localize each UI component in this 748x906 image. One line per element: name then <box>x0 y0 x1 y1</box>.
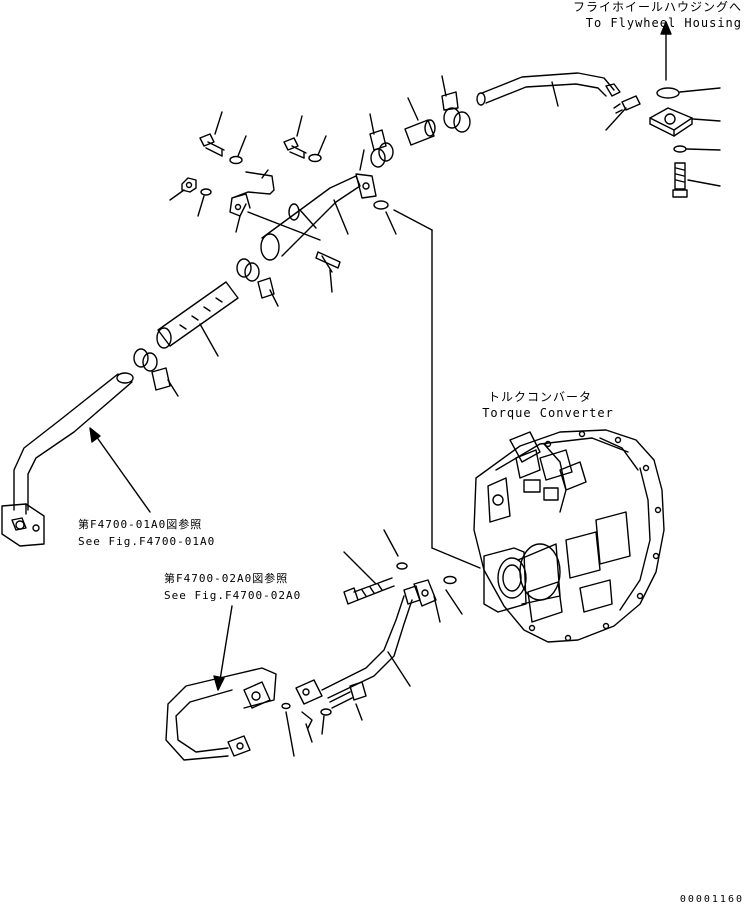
torque-converter <box>473 429 665 643</box>
pin <box>315 251 341 293</box>
upper-clamps <box>369 75 471 168</box>
bracket-group <box>169 111 327 241</box>
flywheel-label-jp: フライホイールハウジングへ <box>573 0 742 14</box>
drawing-code: 00001160 <box>680 894 744 905</box>
lower-line-group <box>295 529 463 743</box>
ref2-label-jp: 第F4700-02A0図参照 <box>164 571 288 585</box>
ref1-label-jp: 第F4700-01A0図参照 <box>78 517 202 531</box>
torque-converter-label-en: Torque Converter <box>482 406 614 420</box>
long-leader <box>393 209 481 569</box>
loop-pipe <box>165 667 295 761</box>
reducer <box>260 149 397 261</box>
upper-pipe <box>476 72 621 107</box>
left-pipe <box>1 372 134 547</box>
ref2-leader <box>213 605 233 691</box>
long-hose <box>156 281 239 357</box>
torque-converter-label-jp: トルクコンバータ <box>488 390 592 404</box>
ref1-leader <box>89 427 151 513</box>
ref1-label-en: See Fig.F4700-01A0 <box>78 535 215 548</box>
flywheel-label-en: To Flywheel Housing <box>586 16 742 30</box>
flywheel-fitting-group <box>605 21 721 198</box>
lower-clamps <box>133 348 179 397</box>
mid-clamps <box>236 258 279 307</box>
ref2-label-en: See Fig.F4700-02A0 <box>164 589 301 602</box>
